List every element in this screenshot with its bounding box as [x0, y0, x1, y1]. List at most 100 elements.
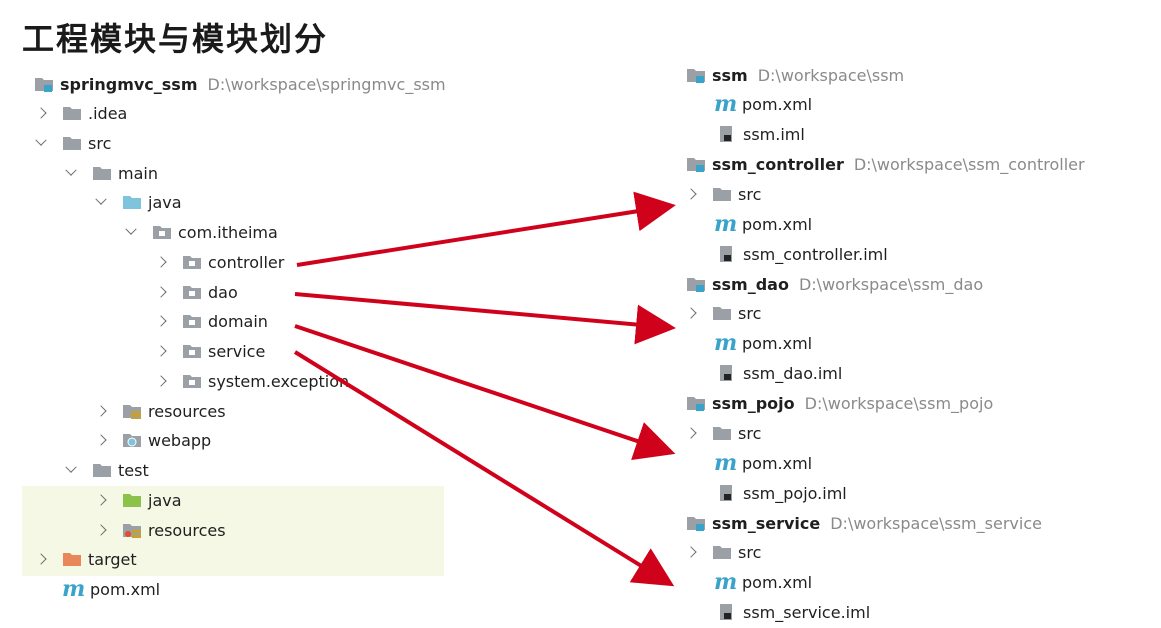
module-path: D:\workspace\ssm_pojo: [804, 393, 994, 413]
module-folder-icon: [686, 514, 706, 532]
module-ssm-dao[interactable]: ssm_dao D:\workspace\ssm_dao: [686, 271, 983, 297]
module-ssm-pojo-iml[interactable]: ssm_pojo.iml: [717, 480, 847, 506]
tree-item-label: test: [118, 460, 149, 480]
excluded-folder-icon: [62, 550, 82, 568]
tree-item-main[interactable]: main: [64, 160, 158, 186]
tree-item-domain[interactable]: domain: [154, 308, 268, 334]
file-label: src: [738, 303, 762, 323]
test-source-folder-icon: [122, 491, 142, 509]
tree-item-label: resources: [148, 520, 226, 540]
module-ssm-service[interactable]: ssm_service D:\workspace\ssm_service: [686, 510, 1042, 536]
module-path: D:\workspace\ssm_controller: [853, 154, 1085, 174]
maven-icon: m: [714, 330, 738, 356]
package-icon: [182, 372, 202, 390]
tree-item-label: controller: [208, 252, 285, 272]
tree-item-label: system.exception: [208, 371, 350, 391]
tree-item-dao[interactable]: dao: [154, 279, 238, 305]
package-icon: [182, 283, 202, 301]
file-label: src: [738, 542, 762, 562]
arrow-controller: [296, 191, 676, 267]
folder-icon: [712, 424, 732, 442]
tree-item-idea[interactable]: .idea: [34, 100, 127, 126]
module-ssm-controller-src[interactable]: src: [684, 181, 761, 207]
folder-icon: [62, 104, 82, 122]
module-ssm-service-iml[interactable]: ssm_service.iml: [717, 599, 870, 625]
tree-item-label: pom.xml: [90, 579, 161, 599]
arrow-dao: [294, 292, 676, 345]
module-path: D:\workspace\ssm_dao: [798, 274, 984, 294]
tree-item-test[interactable]: test: [64, 457, 149, 483]
tree-item-resources[interactable]: resources: [94, 398, 226, 424]
tree-item-label: main: [118, 163, 158, 183]
module-ssm-iml[interactable]: ssm.iml: [717, 121, 805, 147]
root-name: springmvc_ssm: [60, 74, 198, 94]
arrow-domain: [294, 324, 676, 461]
tree-item-label: java: [148, 490, 182, 510]
tree-item-label: .idea: [88, 103, 128, 123]
module-ssm-dao-pom[interactable]: m pom.xml: [714, 330, 812, 356]
tree-item-label: src: [88, 133, 112, 153]
module-folder-icon: [686, 155, 706, 173]
folder-icon: [92, 461, 112, 479]
resources-folder-icon: [122, 402, 142, 420]
folder-icon: [712, 304, 732, 322]
module-folder-icon: [686, 66, 706, 84]
module-path: D:\workspace\ssm: [757, 65, 905, 85]
tree-item-java[interactable]: java: [94, 189, 182, 215]
tree-item-pom[interactable]: m pom.xml: [62, 576, 160, 602]
file-label: pom.xml: [742, 94, 813, 114]
iml-file-icon: [717, 603, 737, 621]
file-label: ssm_controller.iml: [743, 244, 888, 264]
maven-icon: m: [62, 576, 86, 602]
web-folder-icon: [122, 431, 142, 449]
tree-item-service[interactable]: service: [154, 338, 265, 364]
tree-item-package[interactable]: com.itheima: [124, 219, 278, 245]
folder-icon: [62, 134, 82, 152]
iml-file-icon: [717, 364, 737, 382]
maven-icon: m: [714, 450, 738, 476]
package-icon: [182, 253, 202, 271]
tree-item-target[interactable]: target: [34, 546, 137, 572]
tree-item-test-resources[interactable]: resources: [94, 517, 226, 543]
arrow-service: [293, 350, 675, 587]
module-ssm-controller[interactable]: ssm_controller D:\workspace\ssm_controll…: [686, 151, 1085, 177]
tree-item-controller[interactable]: controller: [154, 249, 284, 275]
module-name: ssm: [712, 65, 748, 85]
module-name: ssm_controller: [712, 154, 844, 174]
module-ssm-pojo[interactable]: ssm_pojo D:\workspace\ssm_pojo: [686, 390, 993, 416]
module-ssm-service-pom[interactable]: m pom.xml: [714, 569, 812, 595]
module-ssm-pojo-src[interactable]: src: [684, 420, 761, 446]
maven-icon: m: [714, 569, 738, 595]
package-icon: [152, 223, 172, 241]
folder-icon: [712, 185, 732, 203]
module-ssm-dao-src[interactable]: src: [684, 300, 761, 326]
module-ssm-pojo-pom[interactable]: m pom.xml: [714, 450, 812, 476]
file-label: pom.xml: [742, 333, 813, 353]
module-name: ssm_pojo: [712, 393, 795, 413]
module-ssm-dao-iml[interactable]: ssm_dao.iml: [717, 360, 842, 386]
tree-item-test-java[interactable]: java: [94, 487, 182, 513]
tree-item-label: service: [208, 341, 266, 361]
module-ssm-controller-iml[interactable]: ssm_controller.iml: [717, 241, 888, 267]
module-folder-icon: [686, 275, 706, 293]
module-name: ssm_dao: [712, 274, 789, 294]
module-ssm-service-src[interactable]: src: [684, 539, 761, 565]
file-label: pom.xml: [742, 453, 813, 473]
source-folder-icon: [122, 193, 142, 211]
iml-file-icon: [717, 484, 737, 502]
maven-icon: m: [714, 91, 738, 117]
module-ssm[interactable]: ssm D:\workspace\ssm: [686, 62, 904, 88]
tree-item-webapp[interactable]: webapp: [94, 427, 211, 453]
package-icon: [182, 342, 202, 360]
file-label: ssm_dao.iml: [743, 363, 843, 383]
test-highlight: [22, 486, 444, 576]
module-ssm-controller-pom[interactable]: m pom.xml: [714, 211, 812, 237]
module-ssm-pom[interactable]: m pom.xml: [714, 91, 812, 117]
tree-root[interactable]: springmvc_ssm D:\workspace\springmvc_ssm: [34, 71, 446, 97]
module-name: ssm_service: [712, 513, 821, 533]
tree-item-src[interactable]: src: [34, 130, 111, 156]
tree-item-system-exception[interactable]: system.exception: [154, 368, 349, 394]
module-folder-icon: [686, 394, 706, 412]
folder-icon: [712, 543, 732, 561]
